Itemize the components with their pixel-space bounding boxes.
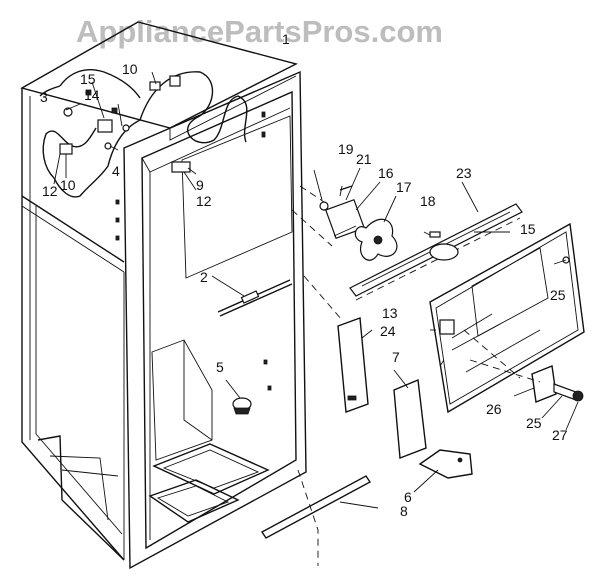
dashed-guides <box>291 185 343 566</box>
part-7-panel <box>393 369 427 459</box>
fan-assembly <box>313 167 398 261</box>
part-26-damper <box>469 359 584 431</box>
callout-15-right: 15 <box>520 221 536 237</box>
callout-26: 26 <box>486 401 502 417</box>
part-13-panel <box>337 317 373 413</box>
callout-12-mid: 12 <box>196 193 212 209</box>
callout-1: 1 <box>282 31 290 47</box>
part-23-evaporator <box>349 181 523 301</box>
callout-17: 17 <box>396 179 412 195</box>
part-6-bracket <box>413 449 473 493</box>
wiring-harness <box>39 68 248 198</box>
callout-18: 18 <box>420 193 436 209</box>
callout-14: 14 <box>84 87 100 103</box>
callout-3: 3 <box>40 89 48 105</box>
callout-2: 2 <box>200 269 208 285</box>
part-2-cable <box>211 275 293 317</box>
callout-7: 7 <box>392 349 400 365</box>
callout-21: 21 <box>356 151 372 167</box>
callout-23: 23 <box>456 165 472 181</box>
callout-labels: 1 10 15 3 14 4 12 10 19 21 16 17 23 18 9… <box>40 31 568 519</box>
callout-5: 5 <box>216 359 224 375</box>
callout-4: 4 <box>112 163 120 179</box>
callout-15-top: 15 <box>80 71 96 87</box>
part-5-socket <box>225 379 252 415</box>
callout-24: 24 <box>380 323 396 339</box>
callout-6: 6 <box>404 489 412 505</box>
callout-16: 16 <box>378 165 394 181</box>
callout-25-bottom: 25 <box>526 415 542 431</box>
callout-8: 8 <box>400 503 408 519</box>
callout-12-left: 12 <box>42 183 58 199</box>
callout-19: 19 <box>338 141 354 157</box>
callout-13: 13 <box>382 305 398 321</box>
cabinet-liner <box>20 21 307 570</box>
part-24-cover-panel <box>429 222 585 414</box>
callout-10-left: 10 <box>60 177 76 193</box>
callout-10-top: 10 <box>122 61 138 77</box>
callout-9: 9 <box>196 177 204 193</box>
callout-27: 27 <box>552 427 568 443</box>
callout-25-top: 25 <box>550 287 566 303</box>
part-8-strip <box>260 475 379 539</box>
watermark-logo: AppliancePartsPros.com <box>76 14 443 49</box>
